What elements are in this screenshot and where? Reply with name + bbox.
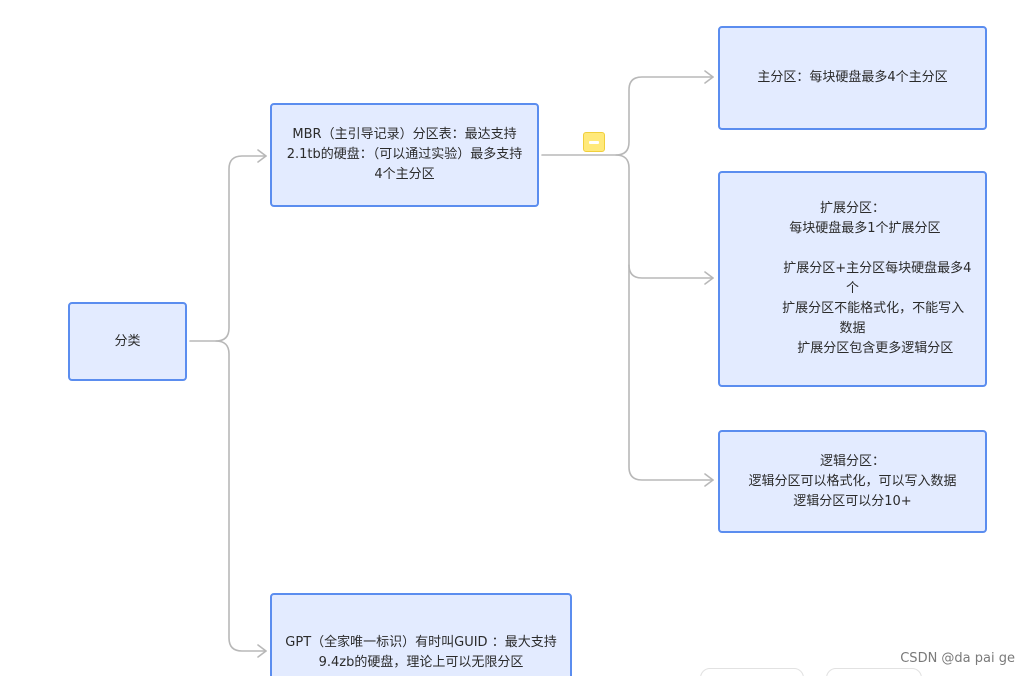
toolbar-button-partial[interactable] (826, 668, 922, 676)
watermark: CSDN @da pai ge (900, 651, 1015, 666)
comment-icon-bar (589, 140, 599, 144)
arrow-to-logical (704, 473, 714, 487)
comment-icon[interactable] (583, 132, 605, 152)
node-root-label: 分类 (114, 333, 141, 349)
node-mbr[interactable]: MBR（主引导记录）分区表：最达支持 2.1tb的硬盘：（可以通过实验）最多支持… (270, 103, 539, 207)
arrow-to-gpt (257, 644, 267, 658)
toolbar-button-partial[interactable] (700, 668, 804, 676)
node-primary-partition[interactable]: 主分区：每块硬盘最多4个主分区 (718, 26, 987, 130)
node-extended-label: 扩展分区： 每块硬盘最多1个扩展分区 扩展分区+主分区每块硬盘最多4 个 扩展分… (782, 201, 972, 356)
connector-mbr-logical (628, 264, 714, 481)
node-gpt[interactable]: GPT（全家唯一标识）有时叫GUID ：最大支持 9.4zb的硬盘，理论上可以无… (270, 593, 572, 676)
node-mbr-label: MBR（主引导记录）分区表：最达支持 2.1tb的硬盘：（可以通过实验）最多支持… (286, 127, 523, 182)
node-gpt-label: GPT（全家唯一标识）有时叫GUID ：最大支持 9.4zb的硬盘，理论上可以无… (285, 635, 557, 670)
connector-mbr-primary (541, 76, 714, 156)
node-primary-label: 主分区：每块硬盘最多4个主分区 (757, 70, 948, 85)
arrow-to-mbr (257, 149, 267, 163)
node-root-category[interactable]: 分类 (68, 302, 187, 381)
arrow-to-extended (704, 271, 714, 285)
node-extended-partition[interactable]: 扩展分区： 每块硬盘最多1个扩展分区 扩展分区+主分区每块硬盘最多4 个 扩展分… (718, 171, 987, 387)
node-logical-partition[interactable]: 逻辑分区： 逻辑分区可以格式化，可以写入数据 逻辑分区可以分10+ (718, 430, 987, 533)
arrow-to-primary (704, 70, 714, 84)
connector-mbr-extended (615, 154, 714, 279)
connector-root-gpt (215, 340, 267, 652)
node-logical-label: 逻辑分区： 逻辑分区可以格式化，可以写入数据 逻辑分区可以分10+ (748, 453, 957, 509)
connector-root-trunk (189, 155, 267, 342)
